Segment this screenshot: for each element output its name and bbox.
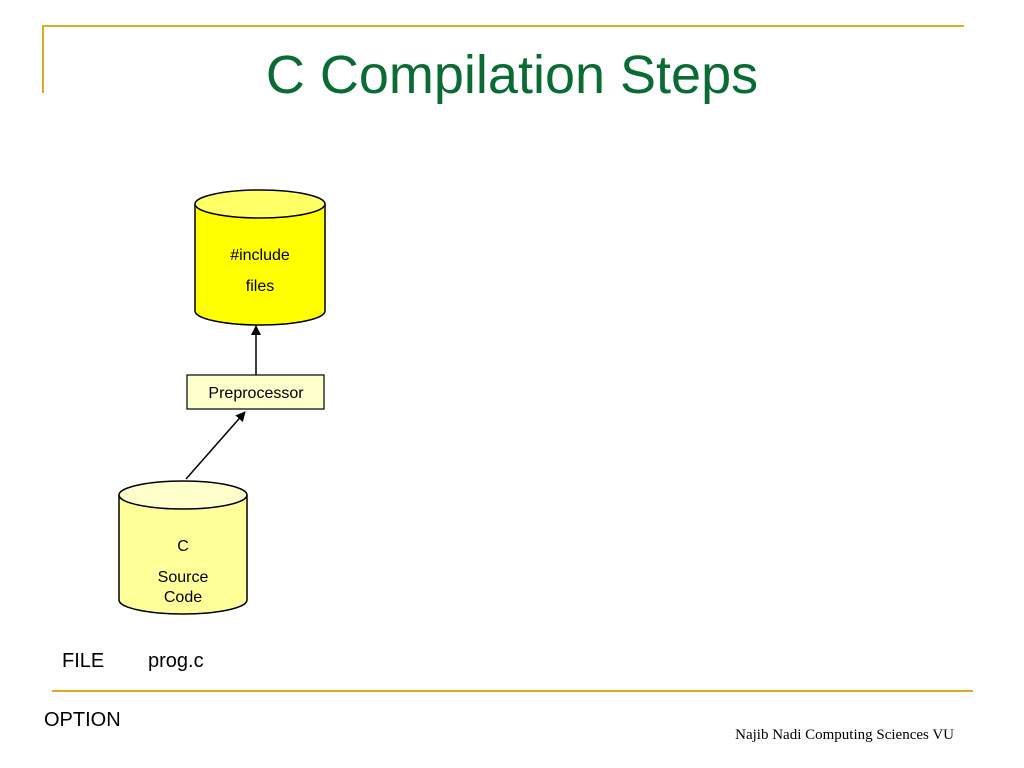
file-name-value: prog.c	[148, 650, 204, 672]
source-code-label-line3: Code	[164, 589, 202, 606]
source-code-label-line1: C	[177, 538, 189, 555]
source-code-database: C Source Code	[118, 480, 248, 615]
preprocessor-label: Preprocessor	[208, 385, 304, 402]
arrow-source-to-preprocessor	[185, 411, 246, 480]
source-code-label-line2: Source	[158, 569, 209, 586]
slide-frame-top-rule	[42, 25, 964, 27]
slide-frame-left-rule	[42, 25, 44, 93]
option-label: OPTION	[44, 709, 121, 731]
bottom-divider	[52, 690, 973, 692]
slide-title: C Compilation Steps	[265, 45, 759, 105]
slide-footer: Najib Nadi Computing Sciences VU	[735, 727, 954, 743]
include-files-database: #include files	[194, 189, 326, 326]
file-label: FILE	[62, 650, 105, 672]
preprocessor-box: Preprocessor	[186, 374, 325, 410]
include-files-label-line1: #include	[230, 247, 290, 264]
include-files-label-line2: files	[246, 278, 274, 295]
